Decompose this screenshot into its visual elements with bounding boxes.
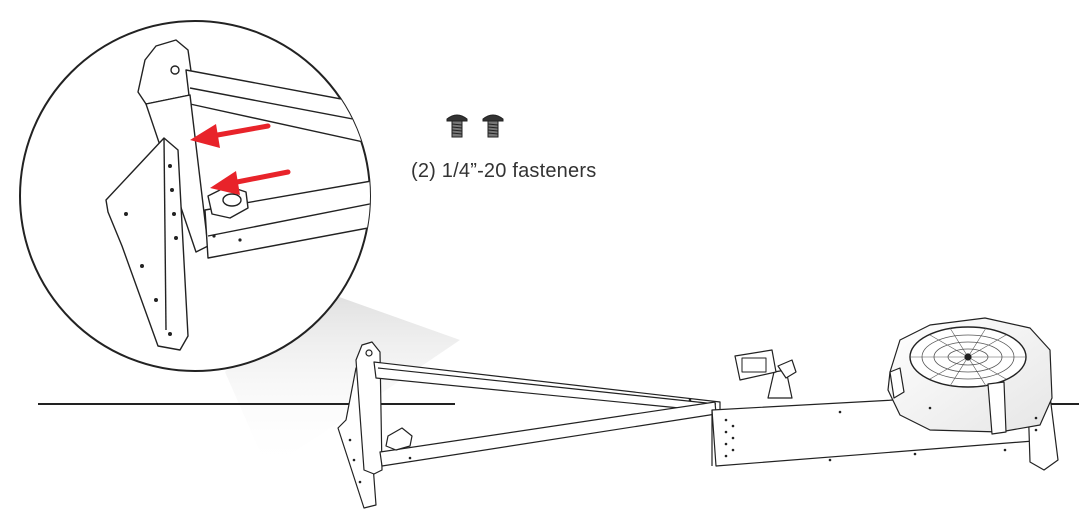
insert-arrows [190,123,291,195]
arrow-upper-icon [190,124,220,148]
zoom-leg-bracket [105,137,189,351]
lower-rail [379,401,717,467]
fasteners-caption: (2) 1/4”-20 fasteners [411,160,597,182]
screw-icon [445,113,469,139]
magnifier-inset [19,20,371,372]
arrow-lower-icon [210,171,240,195]
rower-machine [337,317,1059,509]
zoom-upper-rail [185,69,370,151]
screw-icon [481,113,505,139]
rower-rivets [348,398,1038,484]
